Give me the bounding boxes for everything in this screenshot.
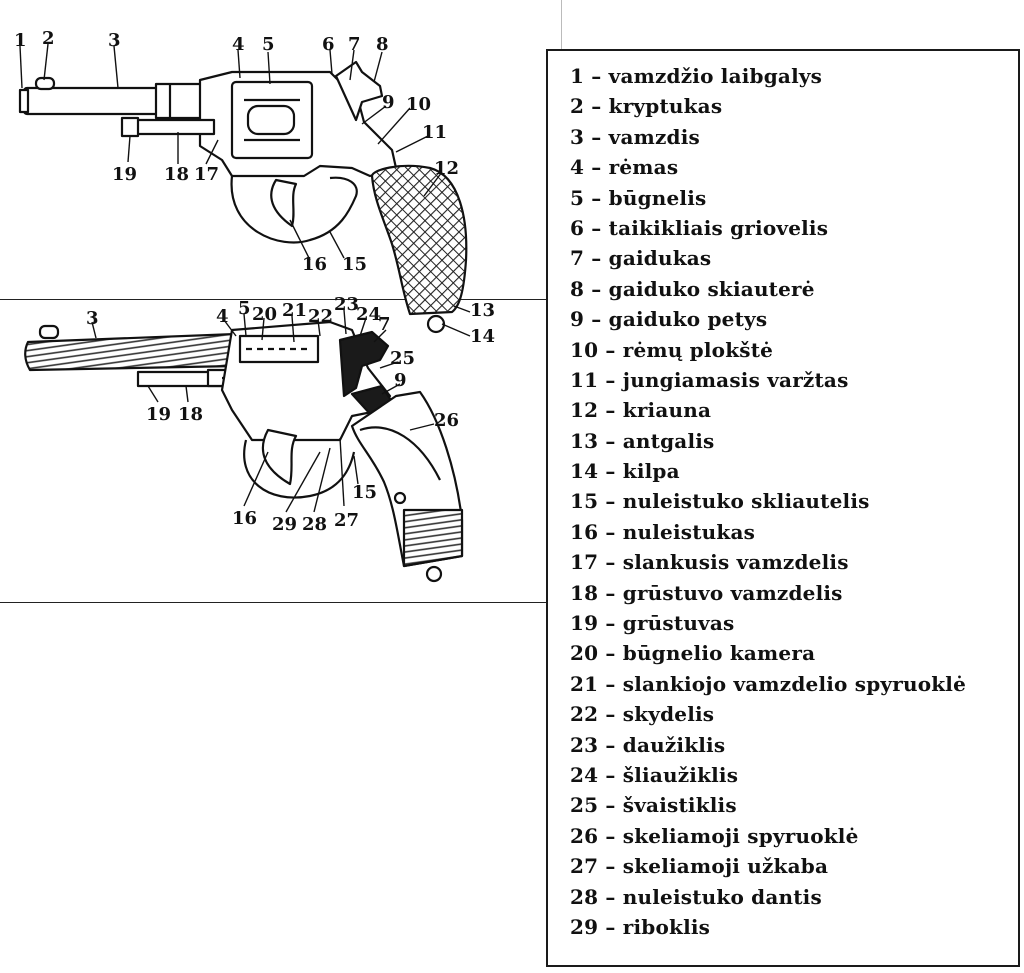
callout-number: 17: [194, 164, 219, 185]
legend-item: 22 – skydelis: [570, 702, 715, 727]
callout-number: 4: [232, 34, 245, 55]
leader-lines: [19, 43, 471, 513]
legend-box: 1 – vamzdžio laibgalys 2 – kryptukas 3 –…: [546, 49, 1020, 967]
callout-number: 16: [232, 508, 257, 529]
legend-item: 11 – jungiamasis varžtas: [570, 367, 849, 392]
legend-item: 14 – kilpa: [570, 459, 680, 484]
callout-number: 9: [394, 370, 407, 391]
legend-item: 16 – nuleistukas: [570, 519, 756, 544]
legend-item: 9 – gaiduko petys: [570, 307, 768, 332]
legend-item: 2 – kryptukas: [570, 94, 723, 119]
legend-item: 15 – nuleistuko skliautelis: [570, 489, 870, 514]
callout-number: 9: [382, 92, 395, 113]
front-sight: [34, 76, 56, 91]
legend-list: 1 – vamzdžio laibgalys 2 – kryptukas 3 –…: [570, 61, 966, 942]
callout-number: 10: [406, 94, 431, 115]
callout-number: 15: [352, 482, 377, 503]
callout-number: 19: [146, 404, 171, 425]
callout-number: 2: [42, 28, 55, 49]
legend-item: 18 – grūstuvo vamzdelis: [570, 580, 843, 605]
callouts-top: 1 2 3 4 5 6 7 8 9 10 11 12 13 14 15 16 1…: [14, 28, 495, 347]
legend-item: 1 – vamzdžio laibgalys: [570, 64, 823, 88]
callout-number: 1: [14, 30, 27, 51]
mainspring: [359, 426, 441, 481]
callout-number: 5: [238, 298, 251, 319]
legend-item: 8 – gaiduko skiauterė: [570, 276, 815, 301]
legend-item: 28 – nuleistuko dantis: [570, 884, 822, 909]
callout-number: 4: [216, 306, 229, 327]
legend-item: 25 – švaistiklis: [570, 793, 737, 818]
legend-item: 24 – šliaužiklis: [570, 762, 739, 787]
barrel-muzzle: [18, 88, 30, 114]
legend-item: 23 – daužiklis: [570, 732, 726, 757]
callout-number: 3: [108, 30, 121, 51]
barrel-cutaway: [24, 332, 238, 372]
hammer-cutaway: [338, 330, 390, 398]
callout-number: 11: [422, 122, 447, 143]
legend-item: 6 – taikikliais griovelis: [570, 215, 829, 240]
revolver-exterior: [18, 60, 468, 334]
callout-number: 21: [282, 300, 307, 321]
trigger-guard-exterior: [230, 175, 358, 244]
revolver-cutaway: [24, 320, 464, 583]
callout-number: 27: [334, 510, 359, 531]
legend-item: 12 – kriauna: [570, 398, 712, 423]
trigger-guard-cutaway: [243, 439, 356, 499]
callout-number: 23: [334, 294, 359, 315]
legend-item: 10 – rėmų plokštė: [570, 337, 774, 362]
callout-number: 28: [302, 514, 327, 535]
legend-item: 27 – skeliamoji užkaba: [570, 854, 829, 879]
callout-number: 29: [272, 514, 297, 535]
callout-number: 12: [434, 158, 459, 179]
callout-number: 7: [348, 34, 361, 55]
trigger-exterior: [270, 178, 298, 228]
legend-item: 4 – rėmas: [570, 155, 679, 180]
legend-item: 17 – slankusis vamzdelis: [570, 550, 849, 575]
callout-number: 19: [112, 164, 137, 185]
callout-number: 20: [252, 304, 277, 325]
legend-item: 21 – slankiojo vamzdelio spyruoklė: [570, 671, 967, 696]
revolver-illustrations: 1 2 3 4 5 6 7 8 9 10 11 12 13 14 15 16 1…: [14, 28, 495, 583]
callout-number: 18: [178, 404, 203, 425]
legend-item: 20 – būgnelio kamera: [570, 641, 816, 666]
hammer-exterior: [334, 60, 384, 122]
panel-divider-top: [0, 299, 546, 300]
barrel-exterior: [22, 86, 166, 116]
callout-number: 5: [262, 34, 275, 55]
legend-item: 13 – antgalis: [570, 428, 715, 453]
callout-number: 3: [86, 308, 99, 329]
legend-item: 29 – riboklis: [570, 914, 711, 939]
legend-item: 5 – būgnelis: [570, 185, 707, 210]
legend-item: 3 – vamzdis: [570, 124, 700, 149]
callout-number: 22: [308, 306, 333, 327]
legend-item: 7 – gaidukas: [570, 246, 712, 271]
panel-divider-bottom: [0, 602, 546, 603]
callout-number: 7: [378, 314, 391, 335]
callout-number: 25: [390, 348, 415, 369]
callout-number: 15: [342, 254, 367, 275]
legend-item: 19 – grūstuvas: [570, 611, 735, 636]
page-edge-line: [561, 0, 562, 49]
legend-item: 26 – skeliamoji spyruoklė: [570, 823, 859, 848]
callout-number: 13: [470, 300, 495, 321]
trigger-cutaway: [261, 428, 298, 486]
callout-number: 8: [376, 34, 389, 55]
callout-number: 14: [470, 326, 495, 347]
callout-number: 24: [356, 304, 381, 325]
callout-number: 18: [164, 164, 189, 185]
callouts-bottom: 3 4 5 20 21 22 23 24 7 25 9 26 19 18 16 …: [86, 294, 459, 535]
callout-number: 16: [302, 254, 327, 275]
callout-number: 6: [322, 34, 335, 55]
callout-number: 26: [434, 410, 459, 431]
